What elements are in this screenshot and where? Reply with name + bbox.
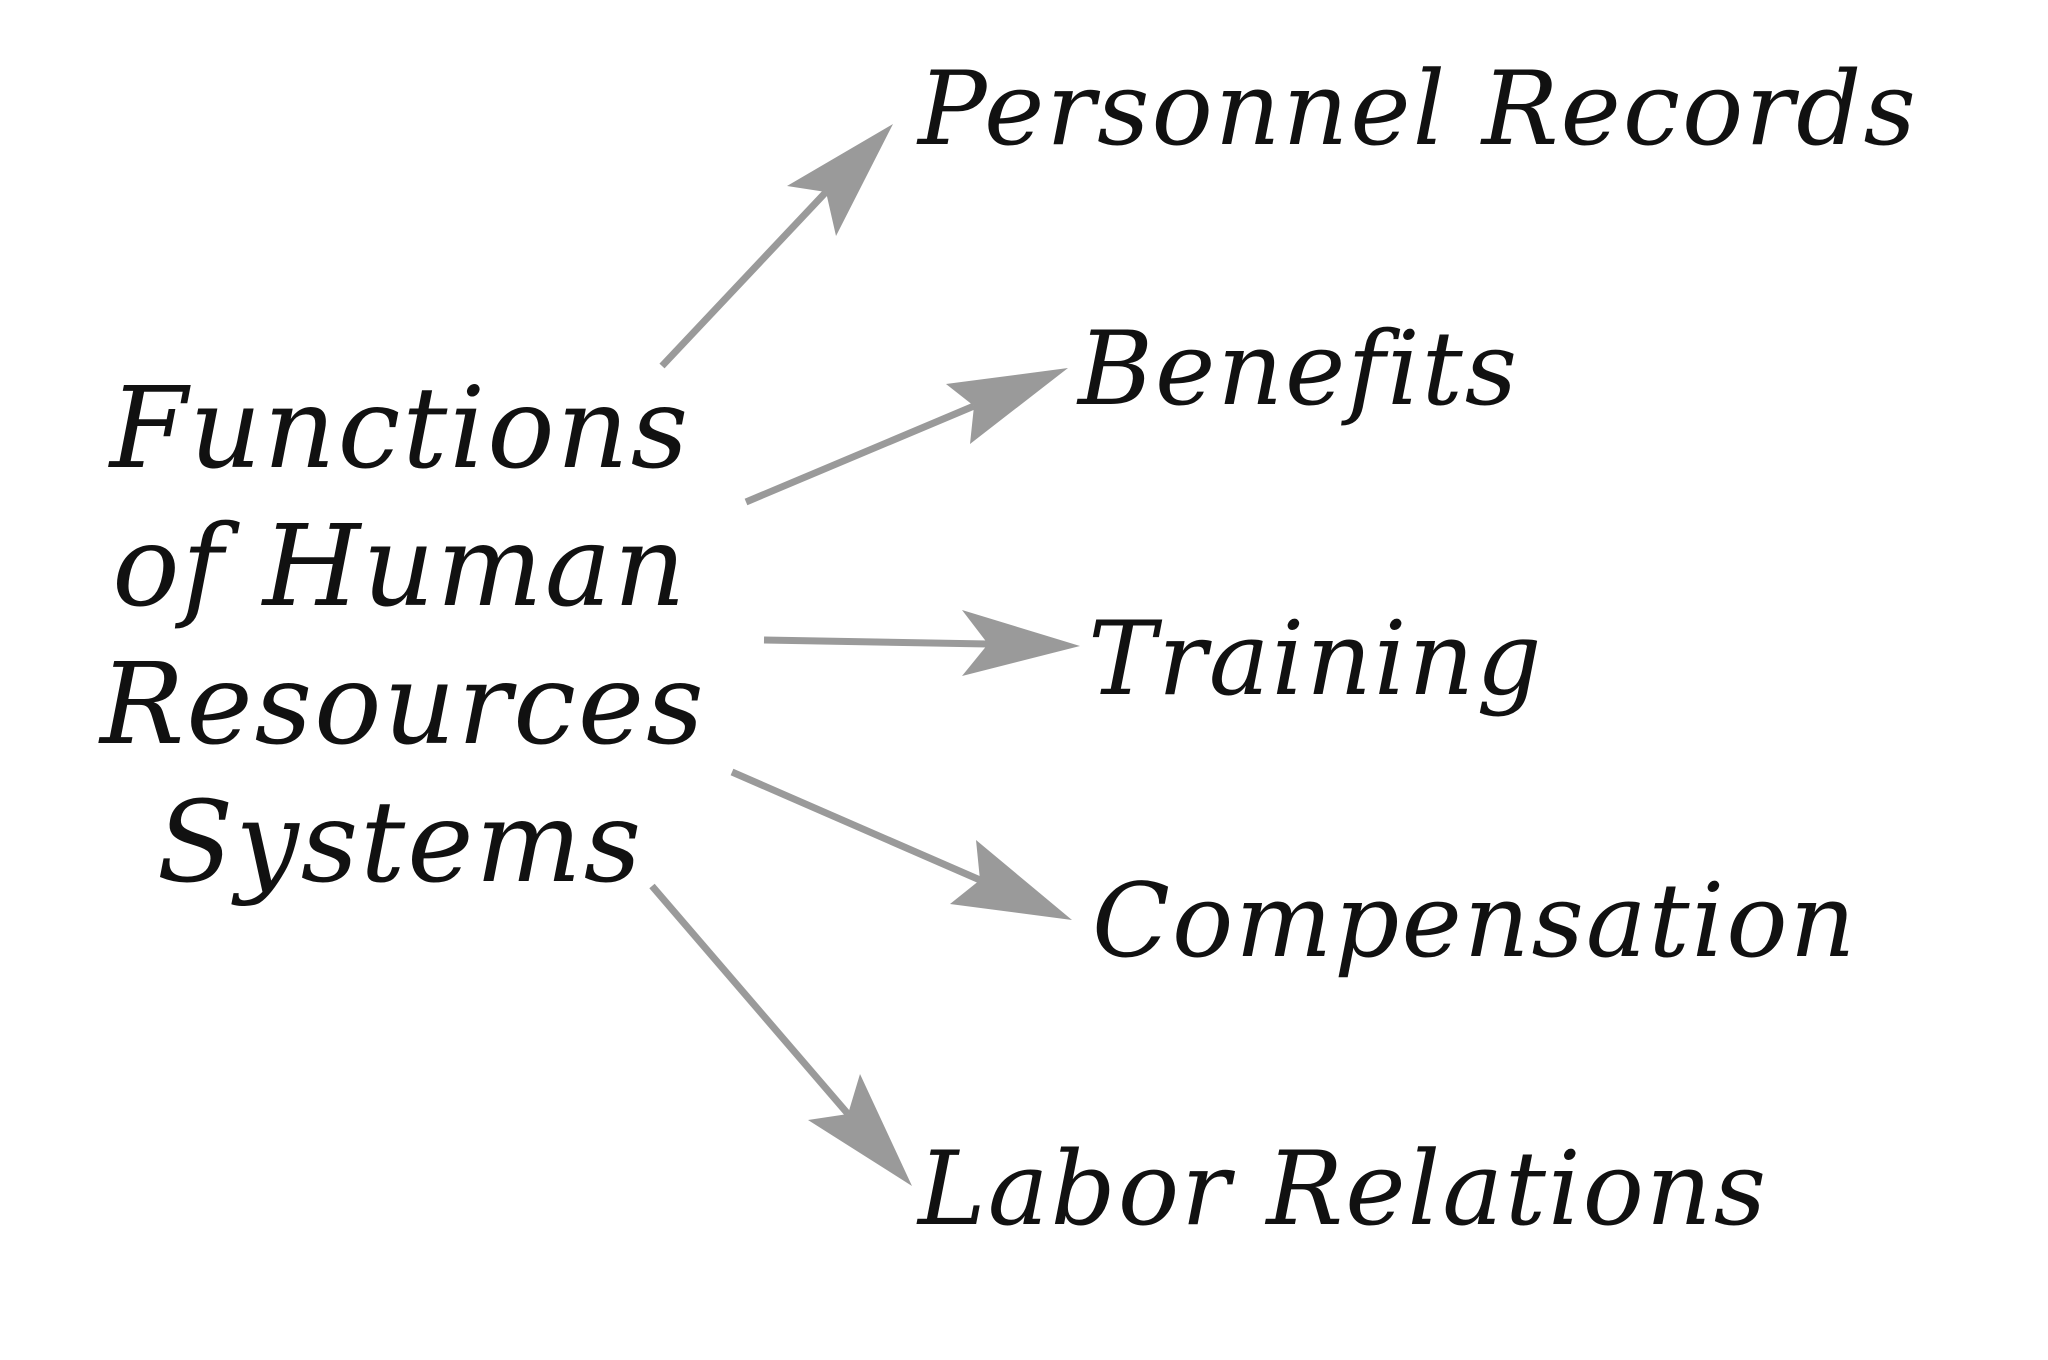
- central-topic-line: Functions: [109, 364, 691, 494]
- arrow-labor-relations: [649, 883, 912, 1186]
- function-compensation: Compensation: [1092, 862, 1858, 981]
- central-topic-line: Systems: [156, 778, 644, 908]
- function-personnel-records: Personnel Records: [918, 50, 1918, 169]
- central-topic-line: of Human: [112, 502, 688, 632]
- central-topic-line: Resources: [100, 640, 706, 770]
- function-training: Training: [1088, 600, 1544, 719]
- central-topic: Functions of Human Resources Systems: [100, 360, 706, 912]
- arrow-training: [763, 610, 1080, 676]
- arrow-compensation: [730, 768, 1072, 920]
- function-labor-relations: Labor Relations: [918, 1130, 1769, 1249]
- function-benefits: Benefits: [1078, 310, 1520, 429]
- arrow-benefits: [744, 368, 1068, 506]
- arrow-personnel-records: [659, 124, 893, 369]
